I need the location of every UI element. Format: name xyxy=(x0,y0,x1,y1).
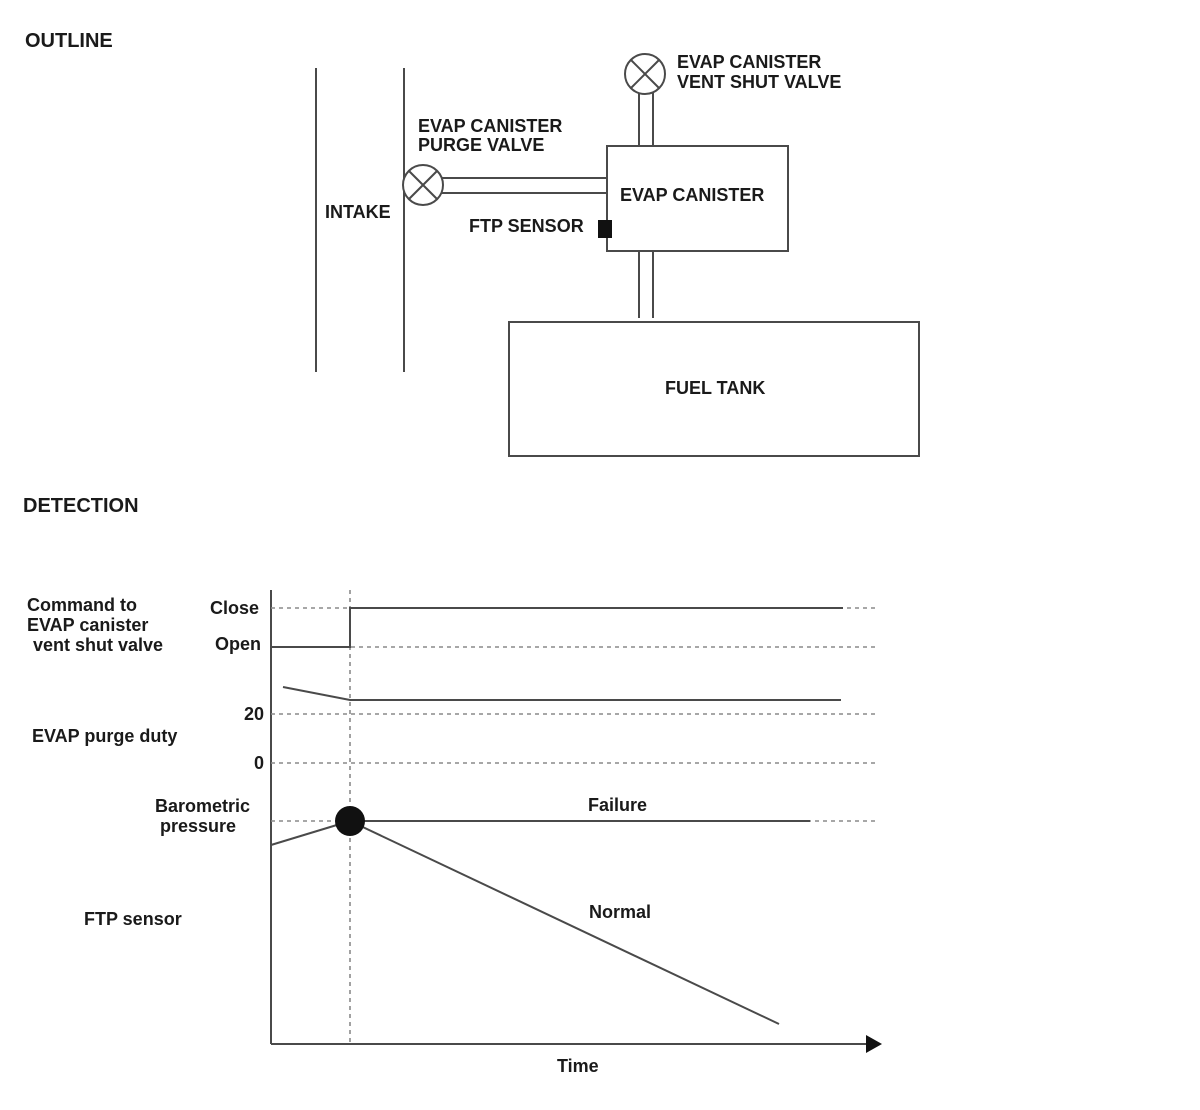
fuel-tank-box xyxy=(508,321,920,457)
open-level-label: Open xyxy=(215,634,261,654)
valve-icon xyxy=(624,53,666,95)
normal-label: Normal xyxy=(589,902,651,922)
command-label-line-1: Command to xyxy=(27,595,137,615)
outline-heading: OUTLINE xyxy=(25,30,113,52)
vent-command-curve xyxy=(271,607,843,648)
valve-icon xyxy=(402,164,444,206)
duty-20-label: 20 xyxy=(244,704,264,724)
command-label-line-3: vent shut valve xyxy=(33,635,163,655)
close-level-label: Close xyxy=(210,598,259,618)
command-label-line-2: EVAP canister xyxy=(27,615,148,635)
x-axis-label: Time xyxy=(557,1056,599,1076)
evap-canister-label: EVAP CANISTER xyxy=(620,185,764,205)
x-axis-arrow-icon xyxy=(866,1035,882,1053)
ftp-sensor-label: FTP SENSOR xyxy=(469,216,584,236)
sensor-icon xyxy=(598,220,612,238)
evap-canister-box xyxy=(606,145,789,252)
purge-valve-label-line-1: EVAP CANISTER xyxy=(418,116,562,136)
barometric-label-line-1: Barometric xyxy=(155,796,250,816)
duty-0-label: 0 xyxy=(254,753,264,773)
purge-valve-label-line-2: PURGE VALVE xyxy=(418,135,544,155)
detection-point-marker xyxy=(335,806,365,836)
ftp-sensor-row-label: FTP sensor xyxy=(84,909,182,929)
vent-valve-label-line-1: EVAP CANISTER xyxy=(677,52,821,72)
failure-label: Failure xyxy=(588,795,647,815)
purge-duty-curve xyxy=(282,686,841,701)
intake-label: INTAKE xyxy=(325,202,391,222)
normal-curve xyxy=(349,820,780,1025)
fuel-tank-label: FUEL TANK xyxy=(665,378,765,398)
barometric-label-line-2: pressure xyxy=(160,816,236,836)
purge-duty-label: EVAP purge duty xyxy=(32,726,177,746)
vent-valve-label-line-2: VENT SHUT VALVE xyxy=(677,72,841,92)
detection-heading: DETECTION xyxy=(23,495,139,517)
